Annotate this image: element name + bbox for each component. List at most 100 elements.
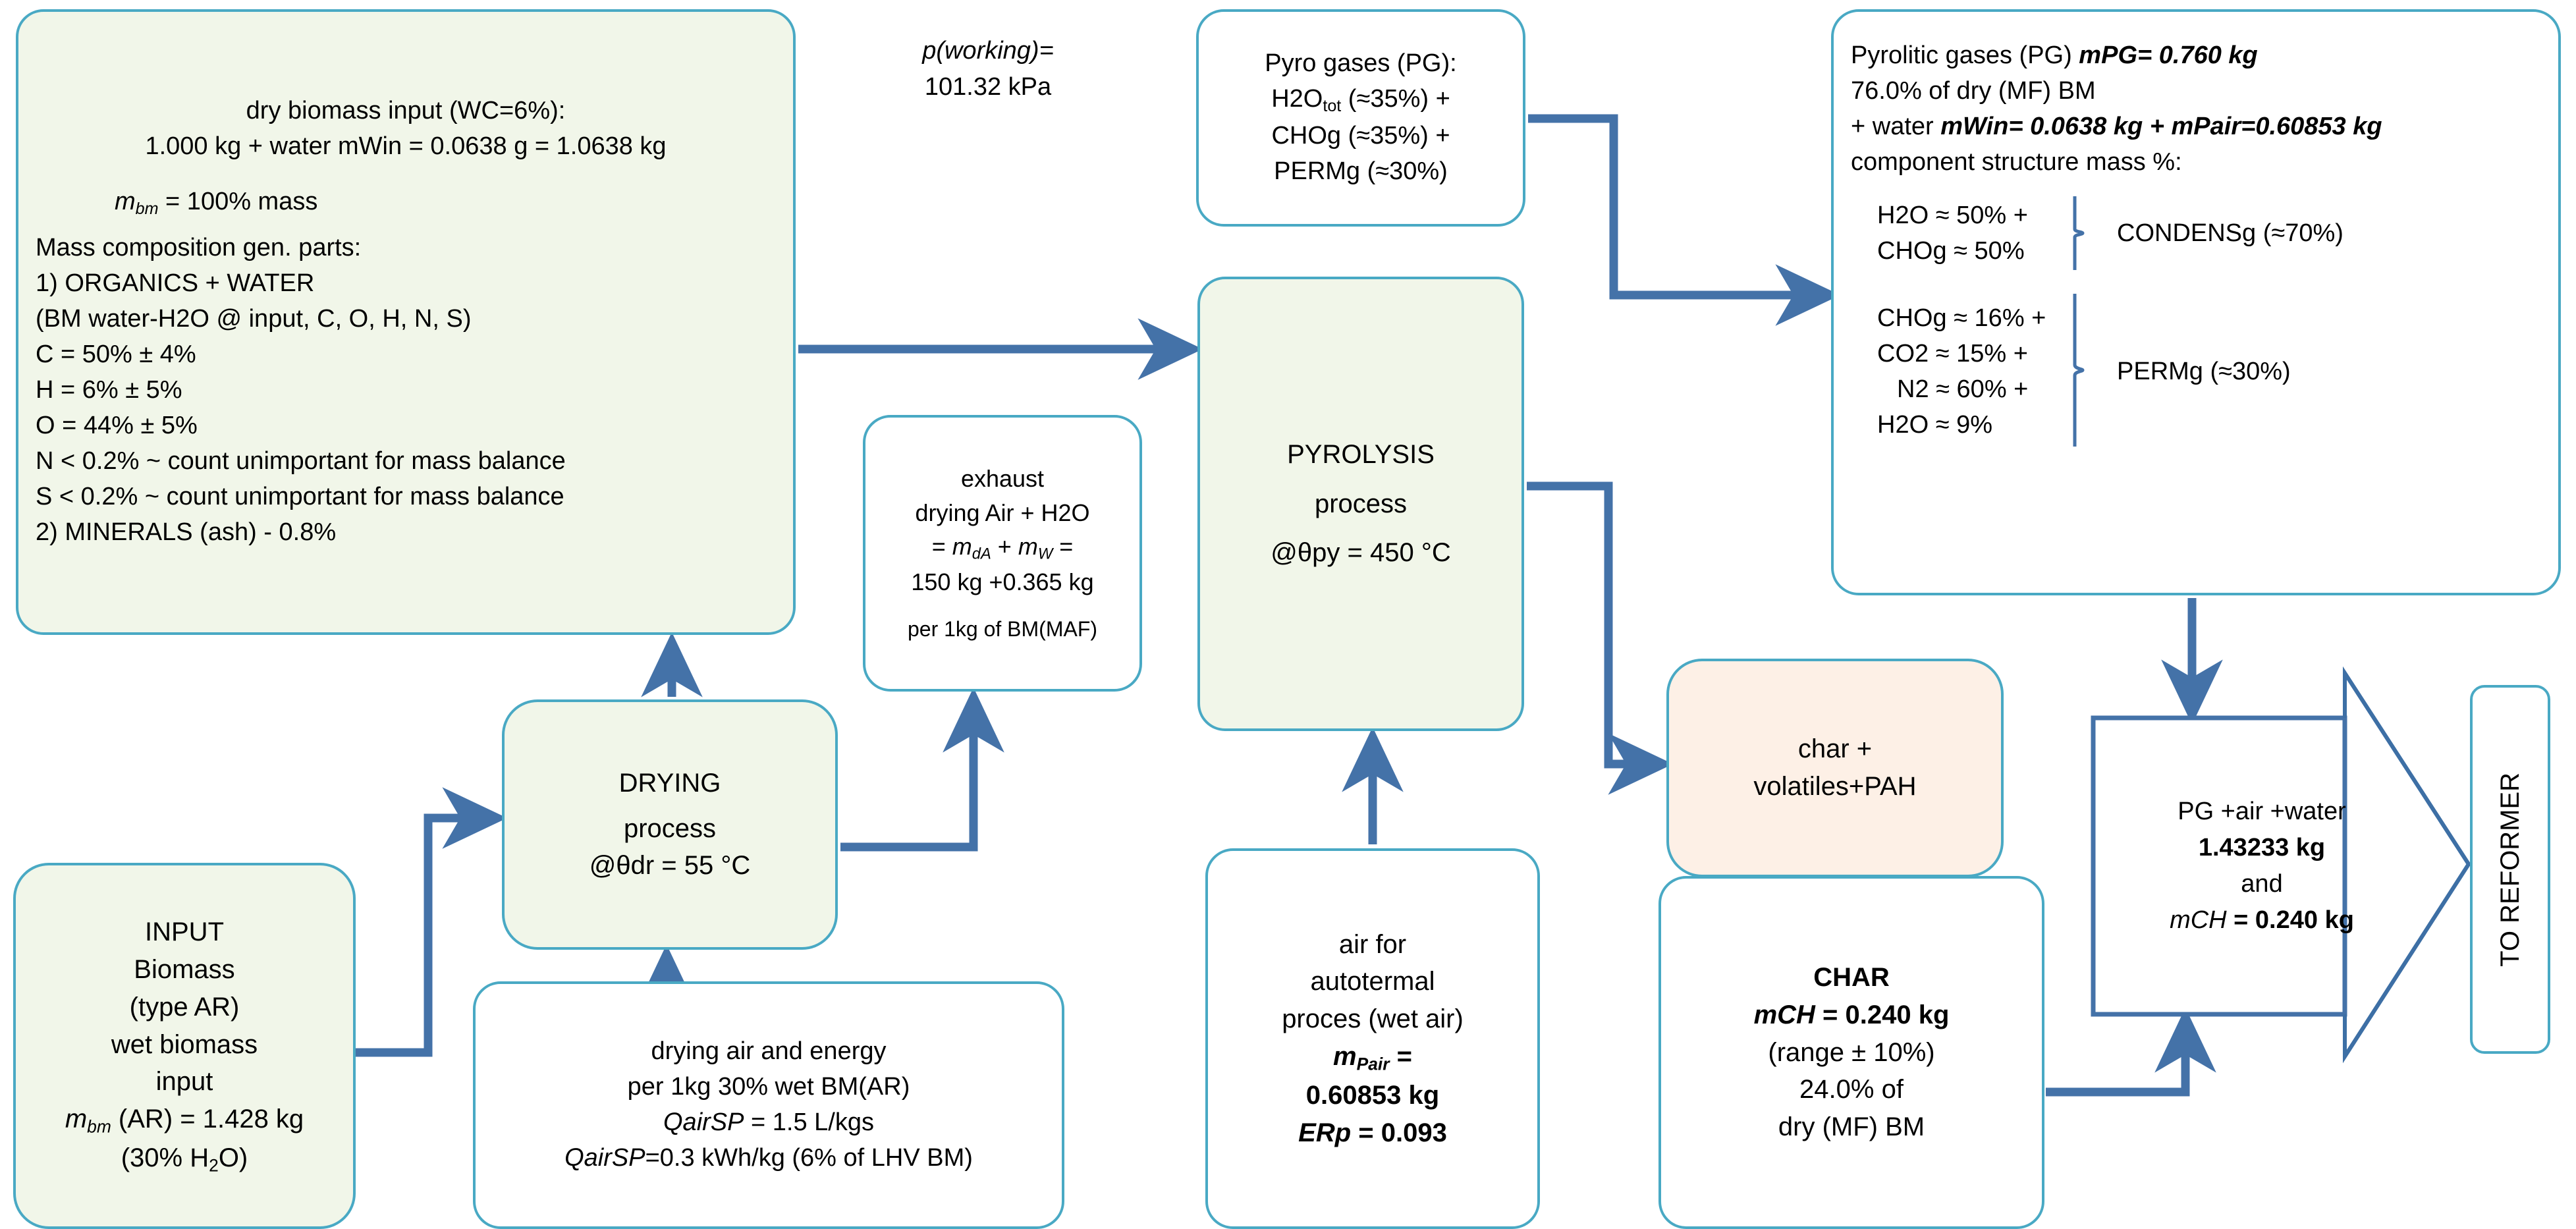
- arrow-char-to-pgair: [2046, 1007, 2216, 1097]
- pyro-gases-permg: PERMg (≈30%): [1274, 157, 1448, 185]
- dry-biomass-minerals: 2) MINERALS (ash) - 0.8%: [36, 518, 337, 546]
- drying-process-box: DRYING process @θdr = 55 °C: [502, 699, 838, 950]
- pyro-gases-chog: CHOg (≈35%) +: [1271, 121, 1450, 150]
- condens-brace-icon: [2068, 196, 2091, 270]
- m-symbol: m: [115, 188, 136, 216]
- air-auto-erp: ERp = 0.093: [1298, 1114, 1447, 1152]
- p-working-line-2: 101.32 kPa: [924, 73, 1052, 101]
- pyrolitic-title: Pyrolitic gases (PG): [1851, 41, 2072, 69]
- arrow-pyrolysis-to-char: [1527, 481, 1674, 795]
- pyrolitic-mpair: mPair=0.60853 kg: [2171, 112, 2382, 140]
- dry-biomass-carbon: C = 50% ± 4%: [36, 340, 196, 368]
- exhaust-values: 150 kg +0.365 kg: [911, 568, 1094, 596]
- m-subscript: bm: [135, 200, 159, 219]
- dry-biomass-mass-line: mbm = 100% mass: [36, 184, 776, 221]
- exhaust-sub2: W: [1037, 545, 1053, 563]
- char-volatiles-box: char + volatiles+PAH: [1666, 659, 2004, 877]
- mpair-sub: Pair: [1356, 1054, 1390, 1074]
- input-line-5: input: [155, 1067, 213, 1097]
- char-mass-title: CHAR: [1813, 963, 1890, 992]
- air-auto-line-3: proces (wet air): [1282, 1004, 1464, 1034]
- pgair-mch-symbol: mCH: [2170, 906, 2227, 935]
- mch-value: = 0.240 kg: [1815, 1000, 1950, 1029]
- mch-symbol: mCH: [1753, 1000, 1815, 1029]
- pyro-h2o-formula: H2O: [1271, 85, 1323, 113]
- to-reformer-box: TO REFORMER: [2470, 685, 2550, 1054]
- input-m-rest: (AR) = 1.428 kg: [111, 1105, 304, 1134]
- pyrolitic-mwin: mWin= 0.0638 kg +: [1940, 112, 2172, 140]
- p-working-line-1: p(working)=: [922, 37, 1054, 65]
- pyrolysis-subtitle: process: [1314, 489, 1408, 518]
- pgair-mch-value: = 0.240 kg: [2226, 906, 2354, 935]
- erp-value: = 0.093: [1351, 1118, 1447, 1147]
- dry-biomass-nitrogen: N < 0.2% ~ count unimportant for mass ba…: [36, 447, 566, 475]
- erp-symbol: ERp: [1298, 1118, 1352, 1147]
- pgair-mass: 1.43233 kg: [2198, 833, 2326, 861]
- drying-air-qairsp-flow: QairSP = 1.5 L/kgs: [663, 1105, 874, 1141]
- autothermal-air-box: air for autotermal proces (wet air) mPai…: [1205, 848, 1540, 1229]
- pyrolitic-water-label: + water: [1851, 112, 1941, 140]
- pyro-gases-title: Pyro gases (PG):: [1265, 49, 1457, 78]
- perm-row-2: N2 ≈ 60% +: [1897, 375, 2029, 403]
- drying-temperature: @θdr = 55 °C: [589, 851, 751, 881]
- exhaust-plus: +: [991, 532, 1018, 560]
- input-moisture-a: (30% H: [121, 1143, 209, 1172]
- exhaust-eq: =: [931, 532, 952, 560]
- exhaust-eq2: =: [1053, 532, 1074, 560]
- pyrolysis-temperature: @θpy = 450 °C: [1271, 538, 1451, 568]
- exhaust-sub1: dA: [972, 545, 991, 563]
- dry-biomass-line-1: dry biomass input (WC=6%):: [246, 97, 566, 125]
- exhaust-title: exhaust: [960, 465, 1045, 493]
- air-auto-line-2: autotermal: [1310, 967, 1435, 997]
- drying-air-basis: per 1kg 30% wet BM(AR): [627, 1073, 910, 1101]
- pyrolitic-line-1: Pyrolitic gases (PG) mPG= 0.760 kg: [1851, 38, 2541, 74]
- char-mass-pct: 24.0% of: [1799, 1075, 1904, 1105]
- input-title: INPUT: [145, 917, 224, 947]
- char-mass-basis: dry (MF) BM: [1778, 1112, 1925, 1142]
- air-auto-mpair-value: 0.60853 kg: [1305, 1080, 1440, 1110]
- exhaust-m2: m: [1018, 532, 1038, 560]
- dry-biomass-line-5: 1) ORGANICS + WATER: [36, 269, 315, 297]
- exhaust-line-2: drying Air + H2O: [915, 499, 1090, 526]
- condens-row-1: CHOg ≈ 50%: [1877, 236, 2025, 265]
- air-auto-line-1: air for: [1338, 929, 1407, 959]
- perm-row-1: CO2 ≈ 15% +: [1877, 339, 2028, 368]
- char-mass-box: CHAR mCH = 0.240 kg (range ± 10%) 24.0% …: [1658, 876, 2044, 1229]
- qairsp-value-2: =0.3 kWh/kg (6% of LHV BM): [645, 1143, 973, 1172]
- m-rest: = 100% mass: [158, 188, 318, 216]
- exhaust-box: exhaust drying Air + H2O = mdA + mW = 15…: [863, 415, 1142, 692]
- pyrolysis-title: PYROLYSIS: [1287, 439, 1435, 469]
- drying-air-energy-box: drying air and energy per 1kg 30% wet BM…: [473, 981, 1064, 1229]
- perm-row-0: CHOg ≈ 16% +: [1877, 304, 2046, 332]
- p-working-label: p(working)= 101.32 kPa: [876, 33, 1100, 105]
- pyrolitic-mpg: mPG= 0.760 kg: [2071, 41, 2258, 69]
- arrow-drying-to-exhaust: [840, 687, 1004, 852]
- pyrolitic-line-3: + water mWin= 0.0638 kg + mPair=0.60853 …: [1851, 109, 2541, 145]
- pyrolitic-line-2: 76.0% of dry (MF) BM: [1851, 76, 2096, 105]
- arrow-pyrogases-to-pyrolitic: [1528, 114, 1841, 326]
- drying-air-qairsp-energy: QairSP=0.3 kWh/kg (6% of LHV BM): [564, 1141, 973, 1176]
- input-moisture: (30% H2O): [121, 1139, 248, 1178]
- pyrolysis-process-box: PYROLYSIS process @θpy = 450 °C: [1197, 277, 1524, 731]
- drying-air-title: drying air and energy: [651, 1037, 887, 1066]
- input-m-sub: bm: [87, 1116, 111, 1137]
- char-line-2: volatiles+PAH: [1753, 772, 1917, 801]
- input-moisture-sub: 2: [209, 1155, 219, 1176]
- qairsp-symbol-1: QairSP: [663, 1108, 744, 1136]
- air-auto-mpair-symbol: mPair =: [1333, 1038, 1412, 1077]
- input-biomass-box: INPUT Biomass (type AR) wet biomass inpu…: [13, 863, 356, 1229]
- char-line-1: char +: [1797, 734, 1873, 764]
- input-moisture-b: O): [218, 1143, 248, 1172]
- perm-brace-icon: [2068, 293, 2091, 448]
- pyro-h2o-pct: (≈35%) +: [1341, 85, 1450, 113]
- dry-biomass-hydrogen: H = 6% ± 5%: [36, 375, 182, 404]
- pgair-and: and: [2241, 870, 2283, 898]
- pyro-gases-box: Pyro gases (PG): H2Otot (≈35%) + CHOg (≈…: [1196, 9, 1525, 227]
- char-mass-range: (range ± 10%): [1768, 1037, 1935, 1067]
- pgair-mch: mCH = 0.240 kg: [2170, 902, 2354, 939]
- qairsp-value-1: = 1.5 L/kgs: [744, 1108, 874, 1136]
- mpair-eq: =: [1389, 1041, 1412, 1071]
- pyrolitic-gases-box: Pyrolitic gases (PG) mPG= 0.760 kg 76.0%…: [1831, 9, 2561, 595]
- exhaust-formula: = mdA + mW =: [932, 530, 1074, 565]
- drying-title: DRYING: [618, 768, 721, 798]
